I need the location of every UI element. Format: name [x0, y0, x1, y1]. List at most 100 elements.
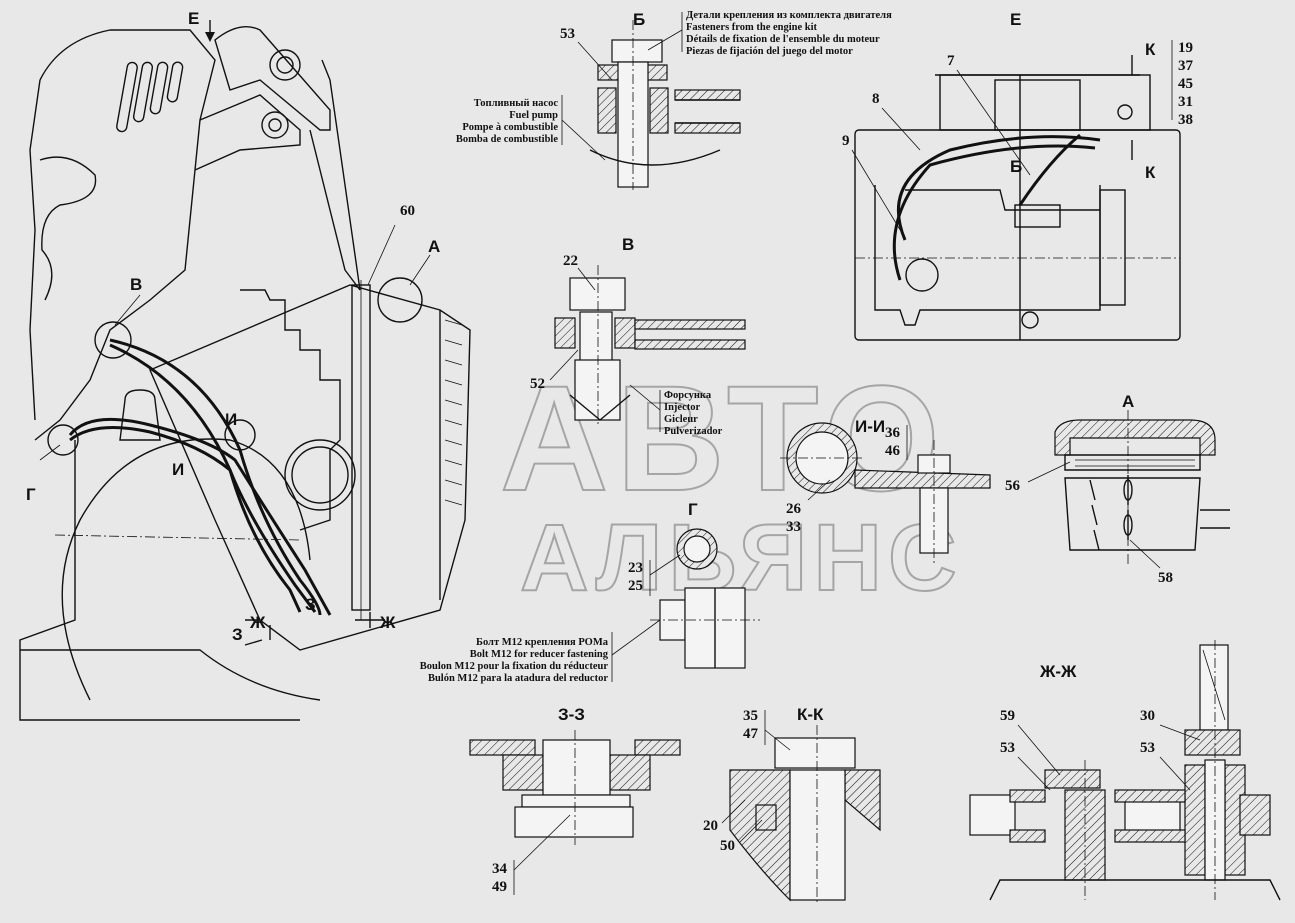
note-fuelpump-2: Fuel pump	[509, 110, 558, 121]
label-30: 30	[1140, 708, 1155, 724]
label-38: 38	[1178, 112, 1193, 128]
label-19: 19	[1178, 40, 1193, 56]
label-49: 49	[492, 879, 507, 895]
watermark-line1: АВТО	[500, 354, 948, 522]
label-35: 35	[743, 708, 758, 724]
section-Z-Z: З-З 34 49	[469, 705, 681, 895]
label-B-mark: Б	[1010, 157, 1022, 176]
body-outline	[34, 29, 216, 441]
watermark: АВТО АЛЬЯНС	[499, 353, 958, 612]
note-injector-1: Форсунка	[664, 390, 712, 401]
note-fuelpump-3: Pompe à combustible	[462, 122, 558, 133]
label-A-detail: А	[1122, 392, 1134, 411]
boom-arm-upper	[214, 26, 331, 131]
label-45: 45	[1178, 76, 1193, 92]
note-injector-2: Injector	[664, 402, 700, 413]
label-46: 46	[885, 443, 901, 459]
frame-lower	[19, 440, 300, 721]
note-fasteners-2: Fasteners from the engine kit	[686, 22, 818, 33]
callout-circle-V	[94, 321, 132, 359]
label-53a: 53	[560, 26, 575, 42]
detail-A: А 56 58	[1005, 392, 1230, 586]
detail-B: Б 53 Детали крепления из комплекта двига…	[456, 10, 892, 190]
view-E: Е 7 8 9 Б К К 19 37 45 31 38	[842, 10, 1194, 341]
label-V: В	[130, 275, 142, 294]
body-wave	[39, 156, 97, 301]
label-58: 58	[1158, 570, 1173, 586]
label-53b: 53	[1000, 740, 1015, 756]
label-56: 56	[1005, 478, 1021, 494]
pivot-pin-2	[261, 111, 289, 139]
label-Z-Z: З-З	[558, 705, 585, 724]
label-G: Г	[26, 485, 36, 504]
label-G-detail: Г	[688, 500, 698, 519]
label-47: 47	[743, 726, 759, 742]
pivot-pin-1	[269, 49, 301, 81]
note-fasteners-3: Détails de fixation de l'ensemble du mot…	[686, 34, 880, 45]
callout-circle-A	[377, 277, 423, 323]
label-59: 59	[1000, 708, 1015, 724]
label-Z-2: З	[232, 625, 243, 644]
label-52: 52	[530, 376, 545, 392]
boom-strut	[309, 129, 361, 291]
section-Zh-Zh: Ж-Ж 59 53 30 53	[969, 640, 1281, 901]
label-7: 7	[947, 53, 955, 69]
label-26: 26	[786, 501, 802, 517]
note-fasteners-4: Piezas de fijación del juego del motor	[686, 46, 853, 57]
label-K-K: К-К	[797, 705, 824, 724]
label-I-2: И	[172, 460, 184, 479]
main-view: E 60 А В Г И И З З Ж Ж	[19, 9, 471, 721]
callout-circle-G	[47, 424, 79, 456]
label-K-2: К	[1145, 163, 1156, 182]
callout-circle-I	[224, 419, 256, 451]
label-E-top: E	[188, 9, 199, 28]
label-V-detail: В	[622, 235, 634, 254]
label-31: 31	[1178, 94, 1193, 110]
body-left-edge	[29, 79, 41, 421]
note-fuelpump-4: Bomba de combustible	[456, 134, 558, 145]
label-37: 37	[1178, 58, 1194, 74]
bolt-head	[611, 39, 663, 63]
label-9: 9	[842, 133, 850, 149]
label-Zh-1: Ж	[249, 613, 266, 632]
label-E-right: Е	[1010, 10, 1021, 29]
note-injector-4: Pulverizador	[664, 426, 723, 437]
label-20: 20	[703, 818, 718, 834]
tank-fins	[444, 319, 463, 506]
label-23: 23	[628, 560, 643, 576]
label-34: 34	[492, 861, 508, 877]
label-8: 8	[872, 91, 880, 107]
filler-neck	[284, 439, 356, 511]
fuel-tank-outline	[149, 284, 471, 651]
note-fasteners-1: Детали крепления из комплекта двигателя	[686, 10, 892, 21]
note-injector-3: Gicleur	[664, 414, 698, 425]
note-fuelpump-1: Топливный насос	[474, 98, 559, 109]
vent-slots	[116, 61, 184, 133]
note-bolt-3: Boulon M12 pour la fixation du réducteur	[420, 661, 609, 672]
fuel-hoses	[68, 338, 332, 616]
label-Zh-Zh: Ж-Ж	[1039, 662, 1077, 681]
label-I-I: И-И	[855, 417, 885, 436]
note-bolt-2: Bolt M12 for reducer fastening	[470, 649, 609, 660]
note-bolt-1: Болт М12 крепления РОМа	[476, 637, 609, 648]
label-36: 36	[885, 425, 901, 441]
label-Z-1: З	[305, 595, 316, 614]
expansion-tank	[119, 389, 161, 441]
label-25: 25	[628, 578, 643, 594]
label-Zh-2: Ж	[379, 613, 396, 632]
kk-bolt-head	[774, 737, 856, 769]
section-K-K: К-К 35 47 20 50	[703, 705, 881, 905]
label-33: 33	[786, 519, 801, 535]
label-50: 50	[720, 838, 735, 854]
note-bolt-4: Bulón M12 para la atadura del reductor	[428, 673, 608, 684]
label-K-1: К	[1145, 40, 1156, 59]
banjo-bolt-head	[569, 277, 626, 311]
label-B: Б	[633, 10, 645, 29]
detail-G: Г 23 25 Болт М12 крепления РОМа Bolt M12…	[420, 500, 760, 684]
boom-arm-lower	[194, 94, 301, 171]
section-I-I: И-И 36 46 26 33	[780, 417, 991, 565]
label-53c: 53	[1140, 740, 1155, 756]
wheel-arc	[61, 438, 311, 701]
